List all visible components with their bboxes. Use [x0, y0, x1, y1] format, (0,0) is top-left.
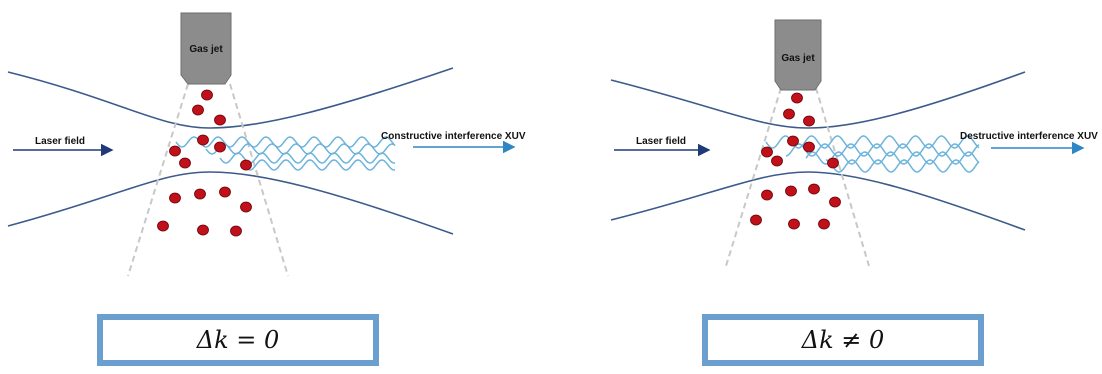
beam-upper-edge [610, 71, 1026, 129]
gas-jet-label: Gas jet [781, 53, 815, 64]
laser-field-label: Laser field [35, 136, 85, 147]
gas-cone-right [229, 83, 289, 277]
phase-matching-equation: Δk = 0 [196, 326, 280, 354]
gas-jet-label: Gas jet [189, 44, 223, 55]
xuv-waves-in-phase [175, 136, 396, 171]
gas-cone-right [815, 87, 870, 267]
gas-atoms [157, 89, 252, 237]
xuv-waves-out-of-phase [765, 135, 980, 173]
panel-destructive: Gas jet Laser field [551, 0, 1102, 374]
gas-cone-left [725, 87, 782, 267]
beam-lower-edge [610, 171, 1026, 231]
gas-atoms [750, 92, 841, 230]
xuv-label: Constructive interference XUV [381, 131, 526, 142]
gas-jet-nozzle [180, 12, 232, 85]
hhg-diagram-constructive: Gas jet Laser field [7, 12, 526, 277]
xuv-label: Destructive interference XUV [960, 131, 1098, 142]
laser-field-label: Laser field [636, 136, 686, 147]
phase-matching-box: Δk ≠ 0 [702, 314, 984, 366]
beam-lower-edge [7, 171, 454, 235]
panel-constructive: Gas jet Laser field [7, 12, 526, 366]
beam-upper-edge [7, 67, 454, 129]
gas-jet-nozzle [774, 19, 822, 91]
gas-cone-left [127, 83, 189, 277]
phase-matching-box: Δk = 0 [97, 314, 379, 366]
phase-matching-equation: Δk ≠ 0 [801, 326, 885, 354]
hhg-diagram-destructive: Gas jet Laser field [610, 19, 1098, 267]
